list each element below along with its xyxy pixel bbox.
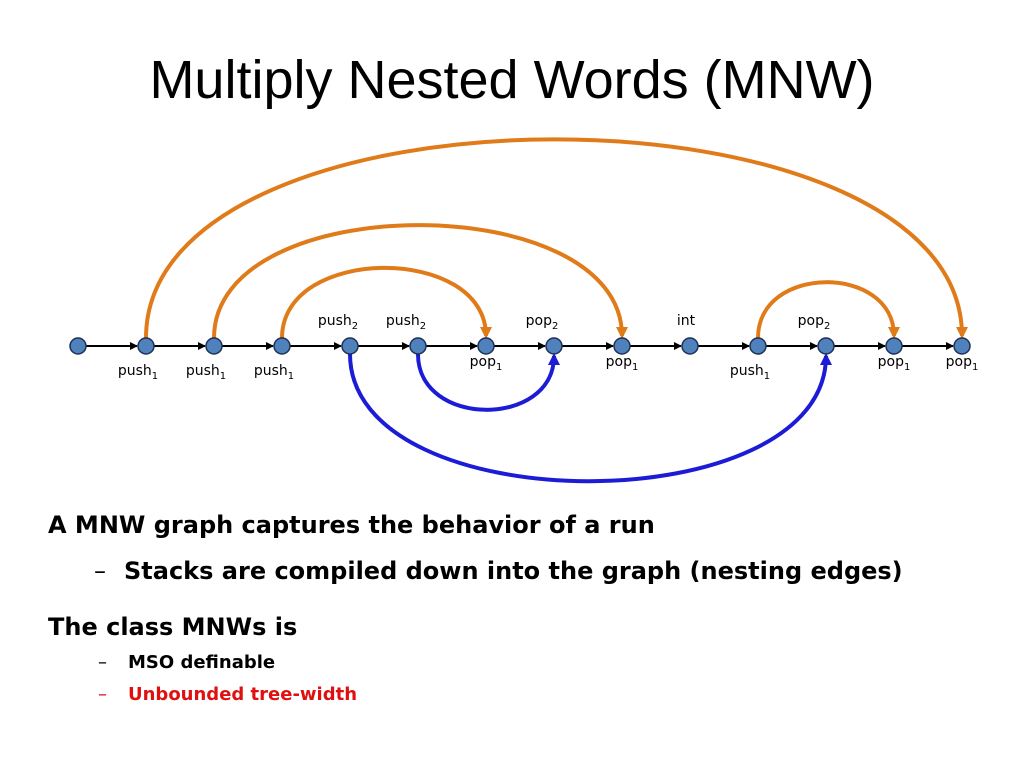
dash-marker: – (94, 557, 106, 585)
word-node (341, 337, 359, 355)
bullet-unbounded-treewidth-text: Unbounded tree-width (128, 684, 358, 705)
word-node (477, 337, 495, 355)
bullet-mnw-graph: A MNW graph captures the behavior of a r… (48, 511, 655, 539)
bullet-class-mnws: The class MNWs is (48, 613, 298, 641)
word-node (409, 337, 427, 355)
node-label-above: push2 (386, 313, 426, 332)
node-label-below: pop1 (878, 354, 911, 373)
bullet-list: A MNW graph captures the behavior of a r… (48, 508, 1008, 708)
node-label-below: push1 (186, 363, 226, 382)
bullet-mso-definable: –MSO definable (48, 650, 1008, 676)
dash-marker: – (98, 684, 107, 705)
word-node (817, 337, 835, 355)
node-label-below: pop1 (606, 354, 639, 373)
node-label-above: int (677, 313, 696, 329)
bullet-stacks-compiled: –Stacks are compiled down into the graph… (48, 554, 1008, 588)
word-node (749, 337, 767, 355)
word-node (613, 337, 631, 355)
stack1-nesting-edge (212, 223, 628, 339)
bullet-unbounded-treewidth: –Unbounded tree-width (48, 682, 1008, 708)
node-label-below: pop1 (946, 354, 979, 373)
stack1-nesting-edge (280, 265, 492, 339)
word-node (885, 337, 903, 355)
bullet-stacks-compiled-text: Stacks are compiled down into the graph … (124, 557, 903, 585)
node-label-above: pop2 (798, 313, 831, 332)
word-positions (69, 337, 971, 355)
node-label-above: pop2 (526, 313, 559, 332)
stack1-nesting-edge (756, 280, 900, 339)
word-node (205, 337, 223, 355)
stack1-nesting-edge (144, 137, 968, 339)
node-labels: push1 push1 push1 push2 push2 pop1 pop2 pop1 int… (118, 313, 979, 382)
slide-title: Multiply Nested Words (MNW) (149, 50, 875, 110)
word-node (681, 337, 699, 355)
word-node (953, 337, 971, 355)
stack2-nesting-edge (348, 353, 832, 484)
word-node (273, 337, 291, 355)
word-node (545, 337, 563, 355)
node-label-below: push1 (118, 363, 158, 382)
node-label-below: push1 (254, 363, 294, 382)
nesting-edges (144, 137, 968, 484)
node-label-above: push2 (318, 313, 358, 332)
bullet-mso-definable-text: MSO definable (128, 652, 276, 673)
word-node (69, 337, 87, 355)
mnw-graph-diagram: push1 push1 push1 push2 push2 pop1 pop2 pop1 int… (69, 137, 979, 484)
dash-marker: – (98, 652, 107, 673)
stack2-nesting-edge (416, 353, 560, 412)
node-label-below: pop1 (470, 354, 503, 373)
node-label-below: push1 (730, 363, 770, 382)
word-node (137, 337, 155, 355)
